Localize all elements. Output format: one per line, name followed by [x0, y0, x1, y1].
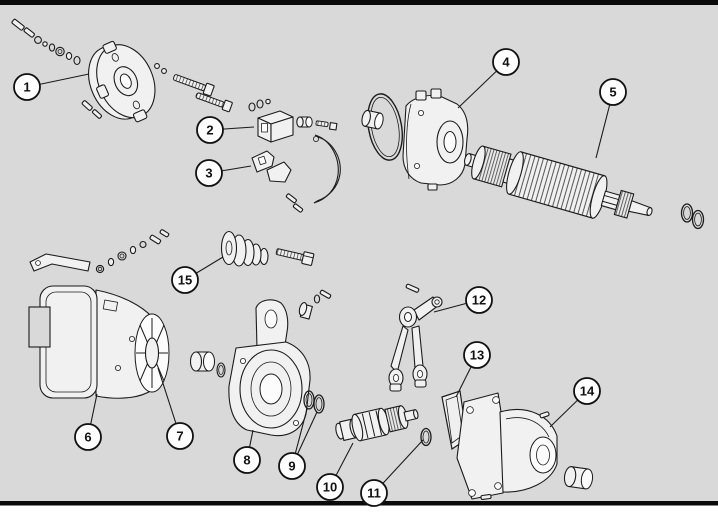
through-bolt [172, 74, 215, 97]
callout-4: 4 [492, 48, 520, 76]
part-field-coils [136, 318, 168, 388]
callout-circle-15 [171, 266, 199, 294]
callout-1: 1 [13, 73, 41, 101]
callout-8: 8 [233, 446, 261, 474]
callout-number-11: 11 [367, 486, 381, 501]
callout-circle-12 [465, 286, 493, 314]
bracket-bushing [361, 109, 384, 130]
bottom-border-bar [0, 501, 718, 506]
callout-number-2: 2 [206, 123, 213, 138]
callout-circle-3 [195, 159, 223, 187]
callout-circle-9 [278, 452, 306, 480]
callout-6: 6 [74, 423, 102, 451]
part-field-frame [28, 253, 170, 399]
callout-number-6: 6 [84, 430, 91, 445]
part-brush-set [251, 134, 341, 213]
callout-number-1: 1 [23, 80, 30, 95]
callout-circle-7 [166, 422, 194, 450]
part-spacer-stack [95, 229, 315, 274]
callout-circle-10 [316, 473, 344, 501]
part-retainer-ring [420, 427, 432, 447]
callout-15: 15 [171, 266, 199, 294]
callout-7: 7 [166, 422, 194, 450]
part-drive-clutch-pinion [335, 405, 419, 442]
end-frame-fasteners [11, 18, 81, 66]
housing-bushing-spacer [563, 466, 594, 490]
callout-circle-8 [233, 446, 261, 474]
part-commutator-end-frame [11, 18, 233, 123]
callout-12: 12 [465, 286, 493, 314]
callout-circle-2 [196, 116, 224, 144]
callout-number-12: 12 [472, 293, 486, 308]
callout-13: 13 [463, 341, 491, 369]
part-shift-lever [388, 283, 443, 392]
part-armature [463, 145, 705, 230]
gasket-o-ring [367, 93, 403, 161]
bottom-white-strip [0, 505, 718, 516]
callout-number-5: 5 [609, 85, 616, 100]
part-brush-holder [248, 98, 338, 143]
parts-art [11, 18, 705, 501]
callout-number-7: 7 [176, 429, 183, 444]
callout-5: 5 [599, 78, 627, 106]
armature-o-rings [680, 203, 705, 230]
callout-circle-11 [360, 479, 388, 507]
callout-number-10: 10 [323, 480, 337, 495]
part-gear-housing [189, 289, 332, 437]
stack-stud [275, 248, 315, 266]
callout-number-9: 9 [288, 459, 295, 474]
callout-14: 14 [573, 377, 601, 405]
top-border-bar [0, 0, 718, 5]
stack-fasteners [95, 229, 170, 274]
callout-circle-4 [492, 48, 520, 76]
callout-2: 2 [196, 116, 224, 144]
callout-number-15: 15 [178, 273, 192, 288]
housing-bushing [189, 351, 226, 378]
callout-number-13: 13 [470, 348, 484, 363]
callout-circle-6 [74, 423, 102, 451]
callout-number-4: 4 [502, 55, 510, 70]
stack-discs [220, 230, 269, 267]
part-drive-end-housing [456, 392, 594, 501]
callout-circle-14 [573, 377, 601, 405]
end-frame-disc [88, 40, 156, 123]
mounting-strap [29, 253, 91, 272]
callout-circle-5 [599, 78, 627, 106]
callout-number-8: 8 [243, 453, 250, 468]
housing-small-roller [298, 289, 332, 320]
callout-circle-13 [463, 341, 491, 369]
callout-number-3: 3 [205, 166, 212, 181]
callout-circle-1 [13, 73, 41, 101]
callout-number-14: 14 [580, 384, 595, 399]
callout-10: 10 [316, 473, 344, 501]
callout-9: 9 [278, 452, 306, 480]
brush-terminal-parts [296, 116, 338, 131]
part-intermediate-bracket [361, 88, 469, 191]
through-bolt-2 [195, 92, 233, 113]
callout-11: 11 [360, 479, 388, 507]
part-thrust-washers [303, 390, 325, 414]
callout-3: 3 [195, 159, 223, 187]
